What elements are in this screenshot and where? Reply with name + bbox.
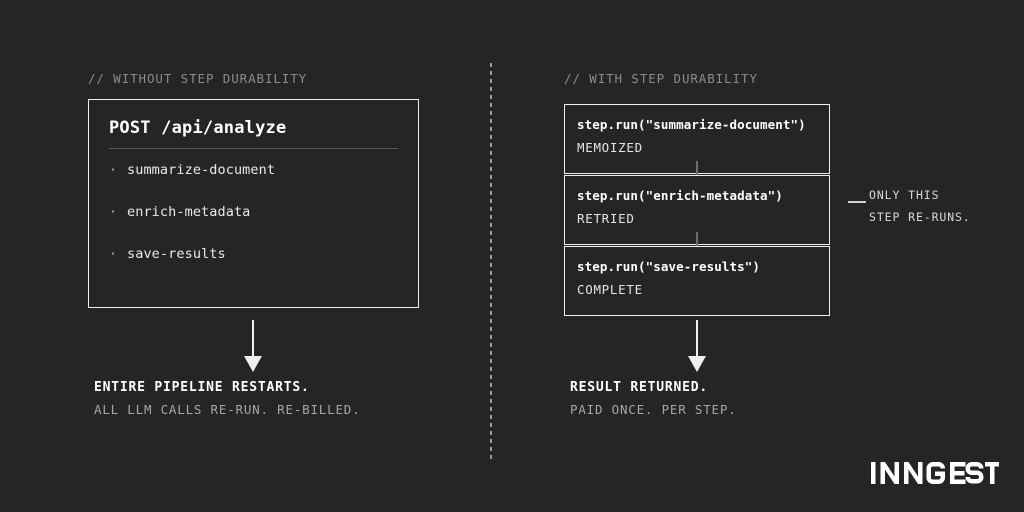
list-item: · enrich-metadata [109,204,404,246]
arrow-shaft [696,320,698,358]
step-connector [696,161,698,175]
status-badge: MEMOIZED [577,140,643,155]
bullet-icon: · [109,205,117,220]
left-caption-headline: ENTIRE PIPELINE RESTARTS. [94,380,310,395]
list-item-label: summarize-document [127,162,276,178]
arrow-shaft [252,320,254,358]
status-badge: COMPLETE [577,282,643,297]
step-box-call: step.run("save-results") [577,259,761,274]
left-caption: ENTIRE PIPELINE RESTARTS. ALL LLM CALLS … [94,380,360,417]
step-box-save-results: step.run("save-results") COMPLETE [564,246,830,316]
left-flow-arrow-icon [241,320,265,372]
endpoint-panel-divider [109,148,398,149]
step-box-call: step.run("enrich-metadata") [577,188,783,203]
list-item-label: save-results [127,246,226,262]
right-caption-subline: PAID ONCE. PER STEP. [570,402,737,417]
step-box-call: step.run("summarize-document") [577,117,806,132]
right-flow-arrow-icon [685,320,709,372]
right-caption: RESULT RETURNED. PAID ONCE. PER STEP. [570,380,737,417]
arrow-head [244,356,262,372]
step-connector [696,232,698,246]
endpoint-panel-title: POST /api/analyze [109,118,287,138]
status-badge: RETRIED [577,211,635,226]
list-item: · summarize-document [109,162,404,204]
bullet-icon: · [109,247,117,262]
annotation-leader-line [848,201,866,203]
list-item: · save-results [109,246,404,288]
step-box-enrich-metadata: step.run("enrich-metadata") RETRIED [564,175,830,245]
endpoint-panel: POST /api/analyze · summarize-document ·… [88,99,419,308]
bullet-icon: · [109,163,117,178]
list-item-label: enrich-metadata [127,204,251,220]
column-divider [490,63,492,463]
annotation-line-1: ONLY THIS [869,188,940,202]
right-column-comment: // WITH STEP DURABILITY [564,71,758,86]
arrow-head [688,356,706,372]
left-caption-subline: ALL LLM CALLS RE-RUN. RE-BILLED. [94,402,361,417]
right-caption-headline: RESULT RETURNED. [570,380,709,395]
left-column-comment: // WITHOUT STEP DURABILITY [88,71,308,86]
endpoint-step-list: · summarize-document · enrich-metadata ·… [109,162,404,288]
inngest-logo [871,458,999,492]
annotation-line-2: STEP RE-RUNS. [869,210,971,224]
